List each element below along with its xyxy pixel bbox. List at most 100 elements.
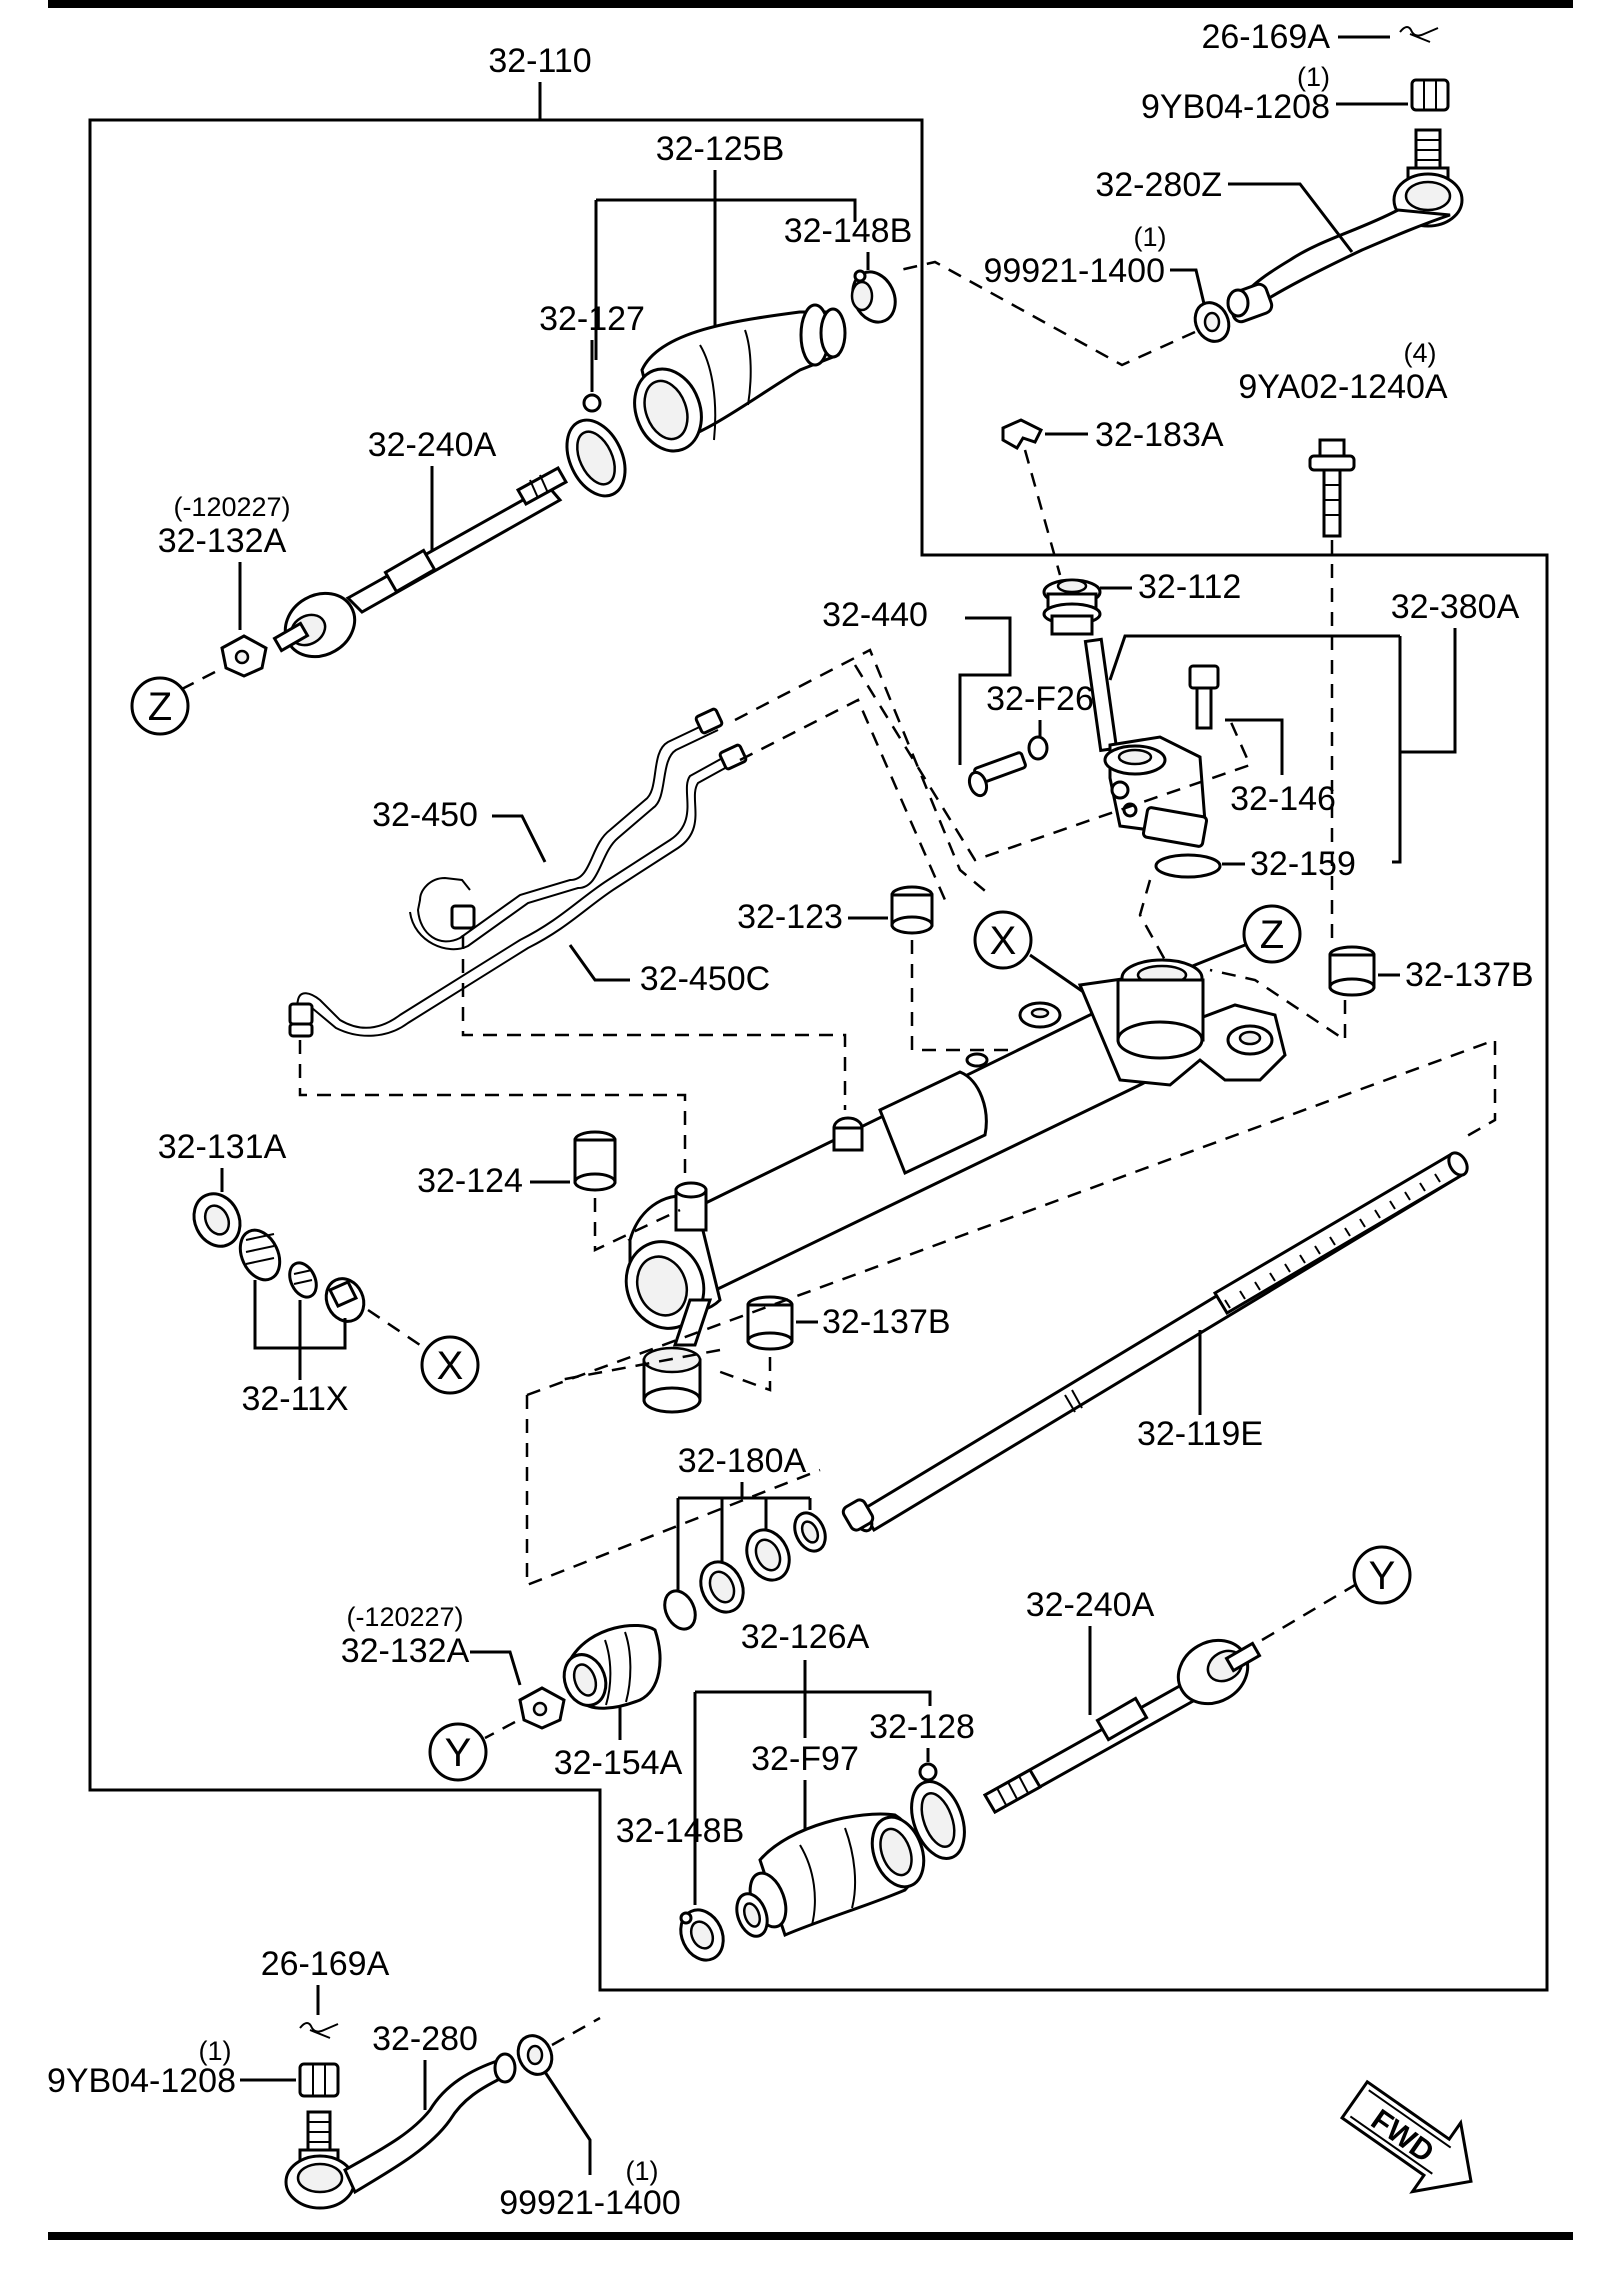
label-9ya02-1240a: 9YA02-1240A xyxy=(1238,368,1448,406)
label-32-450c: 32-450C xyxy=(640,960,770,998)
assembly-label: 32-110 xyxy=(488,42,591,80)
callout-z-left: Z xyxy=(130,676,190,736)
label-9yb04-1208-bottom: 9YB04-1208 xyxy=(47,2062,236,2100)
lock-washer-top-icon xyxy=(220,634,268,678)
label-32-137b-right: 32-137B xyxy=(1405,956,1534,994)
label-qty-99921-top: (1) xyxy=(1134,222,1167,252)
grommet-32-137b-right-icon xyxy=(1328,945,1376,997)
leader-99921-bottom xyxy=(543,2071,592,2175)
label-32-148b-top: 32-148B xyxy=(784,212,913,250)
label-32-f97: 32-F97 xyxy=(751,1740,859,1778)
dash-450-to-pinion-a xyxy=(734,648,991,896)
label-32-380a: 32-380A xyxy=(1391,588,1520,626)
dash-rack-mid xyxy=(559,1348,721,1382)
bracket-32-440 xyxy=(958,616,1012,765)
dash-pinion-down xyxy=(1138,879,1167,961)
label-32-148b-bottom: 32-148B xyxy=(616,1812,745,1850)
label-120227-top: (-120227) xyxy=(173,492,290,522)
label-32-132a-bottom: 32-132A xyxy=(341,1632,470,1670)
callout-y-right: Y xyxy=(1352,1545,1412,1605)
nut-icon-tie-rod-top xyxy=(1193,301,1231,343)
boot-32-126a-icon xyxy=(735,1812,926,1938)
tie-rod-end-right-icon xyxy=(1226,128,1464,324)
cotter-pin-icon-top xyxy=(1399,26,1439,43)
dash-32-183a xyxy=(1023,449,1062,576)
label-32-127: 32-127 xyxy=(539,300,645,338)
boot-32-154a-icon xyxy=(562,1623,662,1710)
leader-32-450c xyxy=(568,944,630,982)
yoke-icon xyxy=(324,1277,366,1323)
yoke-plug-icon xyxy=(192,1192,242,1248)
label-32-440: 32-440 xyxy=(822,596,928,634)
pinion-valve-icon xyxy=(1083,637,1209,848)
leader-32-280z xyxy=(1228,182,1354,253)
svg-text:Z: Z xyxy=(1260,913,1284,957)
rack-shaft-icon xyxy=(841,1151,1469,1533)
label-32-280z: 32-280Z xyxy=(1095,166,1222,204)
nut-icon-top xyxy=(1410,78,1450,112)
label-32-183a: 32-183A xyxy=(1095,416,1224,454)
dash-32-11x xyxy=(367,1308,421,1347)
dash-450-down-b xyxy=(298,1040,687,1190)
svg-text:X: X xyxy=(437,1344,464,1388)
label-26-169a-top: 26-169A xyxy=(1201,18,1330,56)
boot-clamp-icon-bottom xyxy=(679,1908,725,1962)
gear-housing-icon xyxy=(624,958,1287,1414)
label-32-131a: 32-131A xyxy=(158,1128,287,1166)
cotter-pin-icon-bottom xyxy=(299,2022,339,2039)
label-32-124: 32-124 xyxy=(417,1162,523,1200)
dash-32-137b-right xyxy=(1209,968,1347,1043)
rack-seals-icon xyxy=(663,1511,827,1631)
boot-32-125b-icon xyxy=(633,303,847,453)
dash-32-132a-top xyxy=(179,670,216,692)
lock-washer-bottom-icon xyxy=(518,1686,566,1730)
label-32-123: 32-123 xyxy=(737,898,843,936)
pinion-seal-icon xyxy=(1042,578,1102,636)
leader-32-450 xyxy=(492,814,547,863)
leader-99921-top xyxy=(1170,268,1207,309)
bolt-icon xyxy=(1308,438,1356,538)
label-32-159: 32-159 xyxy=(1250,845,1356,883)
boot-clamp-32-128-icon xyxy=(910,1762,966,1860)
label-qty-bolt: (4) xyxy=(1404,338,1437,368)
bottom-border-rule xyxy=(48,2232,1573,2240)
dash-y-right xyxy=(1261,1583,1356,1642)
label-32-280: 32-280 xyxy=(372,2020,478,2058)
bracket-32-126a xyxy=(695,1690,932,1706)
svg-text:X: X xyxy=(990,919,1017,963)
label-32-180a: 32-180A xyxy=(678,1442,807,1480)
dash-450-to-pinion-b xyxy=(739,698,947,901)
label-32-112: 32-112 xyxy=(1138,568,1241,606)
leader-32-380a-top xyxy=(1108,634,1400,681)
label-32-126a: 32-126A xyxy=(741,1618,870,1656)
label-qty-bottom-nut: (1) xyxy=(199,2036,232,2066)
dash-32-132a-bottom xyxy=(484,1720,516,1740)
label-32-f26: 32-F26 xyxy=(986,680,1094,718)
fwd-arrow-icon: FWD xyxy=(1339,2079,1473,2194)
label-32-125b: 32-125B xyxy=(656,130,785,168)
svg-text:Y: Y xyxy=(1369,1554,1396,1598)
dash-32-137b-mid xyxy=(714,1357,772,1392)
callout-x-left: X xyxy=(420,1335,480,1395)
o-ring-32-159-icon xyxy=(1154,853,1222,879)
bolt-32-146-icon xyxy=(1188,664,1220,730)
union-bolt-icon xyxy=(967,735,1049,798)
grommet-32-123-icon xyxy=(890,885,934,935)
label-32-11x: 32-11X xyxy=(241,1380,348,1418)
pressure-line-icon xyxy=(288,707,748,1038)
label-99921-1400-bottom: 99921-1400 xyxy=(499,2184,681,2222)
label-26-169a-bottom: 26-169A xyxy=(261,1945,390,1983)
label-32-146: 32-146 xyxy=(1230,780,1336,818)
dash-32-123 xyxy=(910,940,1040,1052)
callout-y-left: Y xyxy=(428,1722,488,1782)
inner-tie-rod-top-icon xyxy=(272,465,569,659)
label-32-450: 32-450 xyxy=(372,796,478,834)
boot-clamp-32-127-icon xyxy=(565,393,627,498)
dash-450-down-a xyxy=(461,935,847,1110)
top-border-rule xyxy=(48,0,1573,8)
tie-rod-end-left-icon xyxy=(284,2052,517,2210)
label-99921-1400-top: 99921-1400 xyxy=(983,252,1165,290)
bracket-32-125b xyxy=(596,198,857,222)
label-qty-top-nut: (1) xyxy=(1297,62,1330,92)
svg-text:Z: Z xyxy=(148,685,172,729)
